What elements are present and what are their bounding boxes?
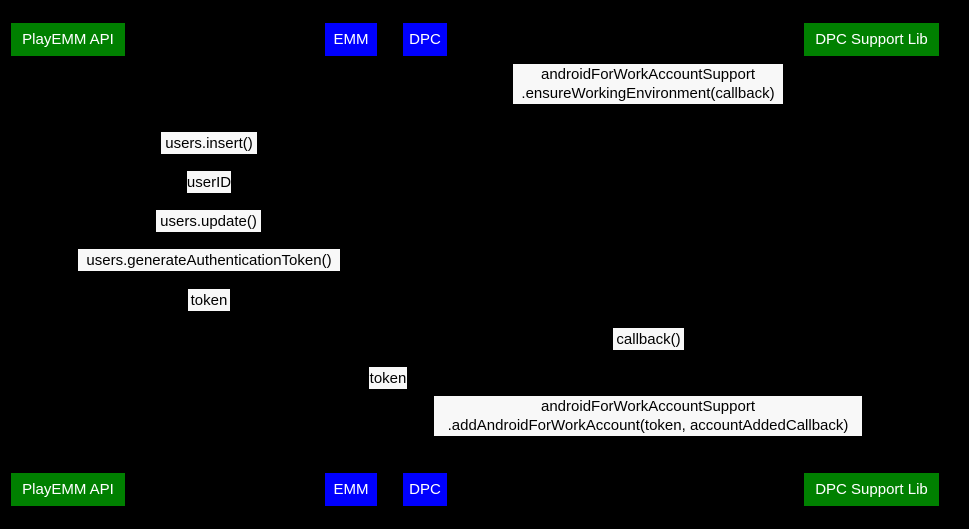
message-line-1: userID — [186, 174, 232, 191]
participant-label-emm: EMM — [333, 31, 369, 48]
arrow-line-add-android-for-work-account — [425, 436, 871, 437]
participant-foot-dpc[interactable]: DPC — [403, 473, 447, 506]
participant-foot-playemm-api[interactable]: PlayEMM API — [11, 473, 125, 506]
message-label-callback[interactable]: callback() — [613, 328, 684, 350]
arrow-head-token-to-dpc — [418, 385, 425, 393]
message-label-add-android-for-work-account[interactable]: androidForWorkAccountSupport .addAndroid… — [434, 396, 862, 436]
message-line-1: users.update() — [160, 213, 257, 230]
participant-head-dpc-support-lib[interactable]: DPC Support Lib — [804, 23, 939, 56]
arrow-head-users-update — [68, 228, 75, 236]
lifeline-playemm-api — [68, 56, 69, 473]
arrow-line-ensure-working-environment — [425, 104, 871, 105]
message-label-userid[interactable]: userID — [187, 171, 231, 193]
message-label-users-update[interactable]: users.update() — [156, 210, 261, 232]
arrow-line-callback — [425, 350, 871, 351]
participant-label-dpc: DPC — [409, 31, 441, 48]
arrow-line-token-to-emm — [68, 311, 351, 312]
participant-label-emm: EMM — [333, 481, 369, 498]
message-line-1: callback() — [616, 331, 681, 348]
participant-foot-emm[interactable]: EMM — [325, 473, 377, 506]
message-line-1: androidForWorkAccountSupport — [541, 398, 755, 415]
arrow-head-users-insert — [68, 150, 75, 158]
participant-label-playemm-api: PlayEMM API — [22, 31, 114, 48]
lifeline-emm — [351, 56, 352, 473]
arrow-head-ensure-working-environment — [864, 100, 871, 108]
lifeline-dpc-support-lib — [871, 56, 872, 473]
message-line-1: users.insert() — [165, 135, 253, 152]
arrow-line-userid — [68, 193, 351, 194]
message-line-1: token — [369, 370, 407, 387]
message-label-token-to-dpc[interactable]: token — [369, 367, 407, 389]
lifeline-dpc — [425, 56, 426, 473]
participant-head-playemm-api[interactable]: PlayEMM API — [11, 23, 125, 56]
arrow-line-users-insert — [68, 154, 351, 155]
participant-label-playemm-api: PlayEMM API — [22, 481, 114, 498]
message-line-1: users.generateAuthenticationToken() — [86, 252, 332, 269]
participant-label-dpc-support-lib: DPC Support Lib — [815, 481, 928, 498]
arrow-line-generate-auth-token — [68, 271, 351, 272]
participant-head-emm[interactable]: EMM — [325, 23, 377, 56]
arrow-head-callback — [425, 346, 432, 354]
message-label-users-insert[interactable]: users.insert() — [161, 132, 257, 154]
message-line-2: .ensureWorkingEnvironment(callback) — [521, 85, 775, 102]
message-line-1: androidForWorkAccountSupport — [541, 66, 755, 83]
arrow-head-generate-auth-token — [68, 267, 75, 275]
arrow-head-userid — [344, 189, 351, 197]
participant-head-dpc[interactable]: DPC — [403, 23, 447, 56]
message-label-token-to-emm[interactable]: token — [188, 289, 230, 311]
arrow-line-token-to-dpc — [351, 389, 425, 390]
participant-label-dpc-support-lib: DPC Support Lib — [815, 31, 928, 48]
participant-foot-dpc-support-lib[interactable]: DPC Support Lib — [804, 473, 939, 506]
arrow-head-token-to-emm — [344, 307, 351, 315]
participant-label-dpc: DPC — [409, 481, 441, 498]
arrow-head-add-android-for-work-account — [864, 432, 871, 440]
message-label-generate-auth-token[interactable]: users.generateAuthenticationToken() — [78, 249, 340, 271]
message-label-ensure-working-environment[interactable]: androidForWorkAccountSupport .ensureWork… — [513, 64, 783, 104]
arrow-line-users-update — [68, 232, 351, 233]
message-line-2: .addAndroidForWorkAccount(token, account… — [447, 417, 849, 434]
message-line-1: token — [190, 292, 228, 309]
